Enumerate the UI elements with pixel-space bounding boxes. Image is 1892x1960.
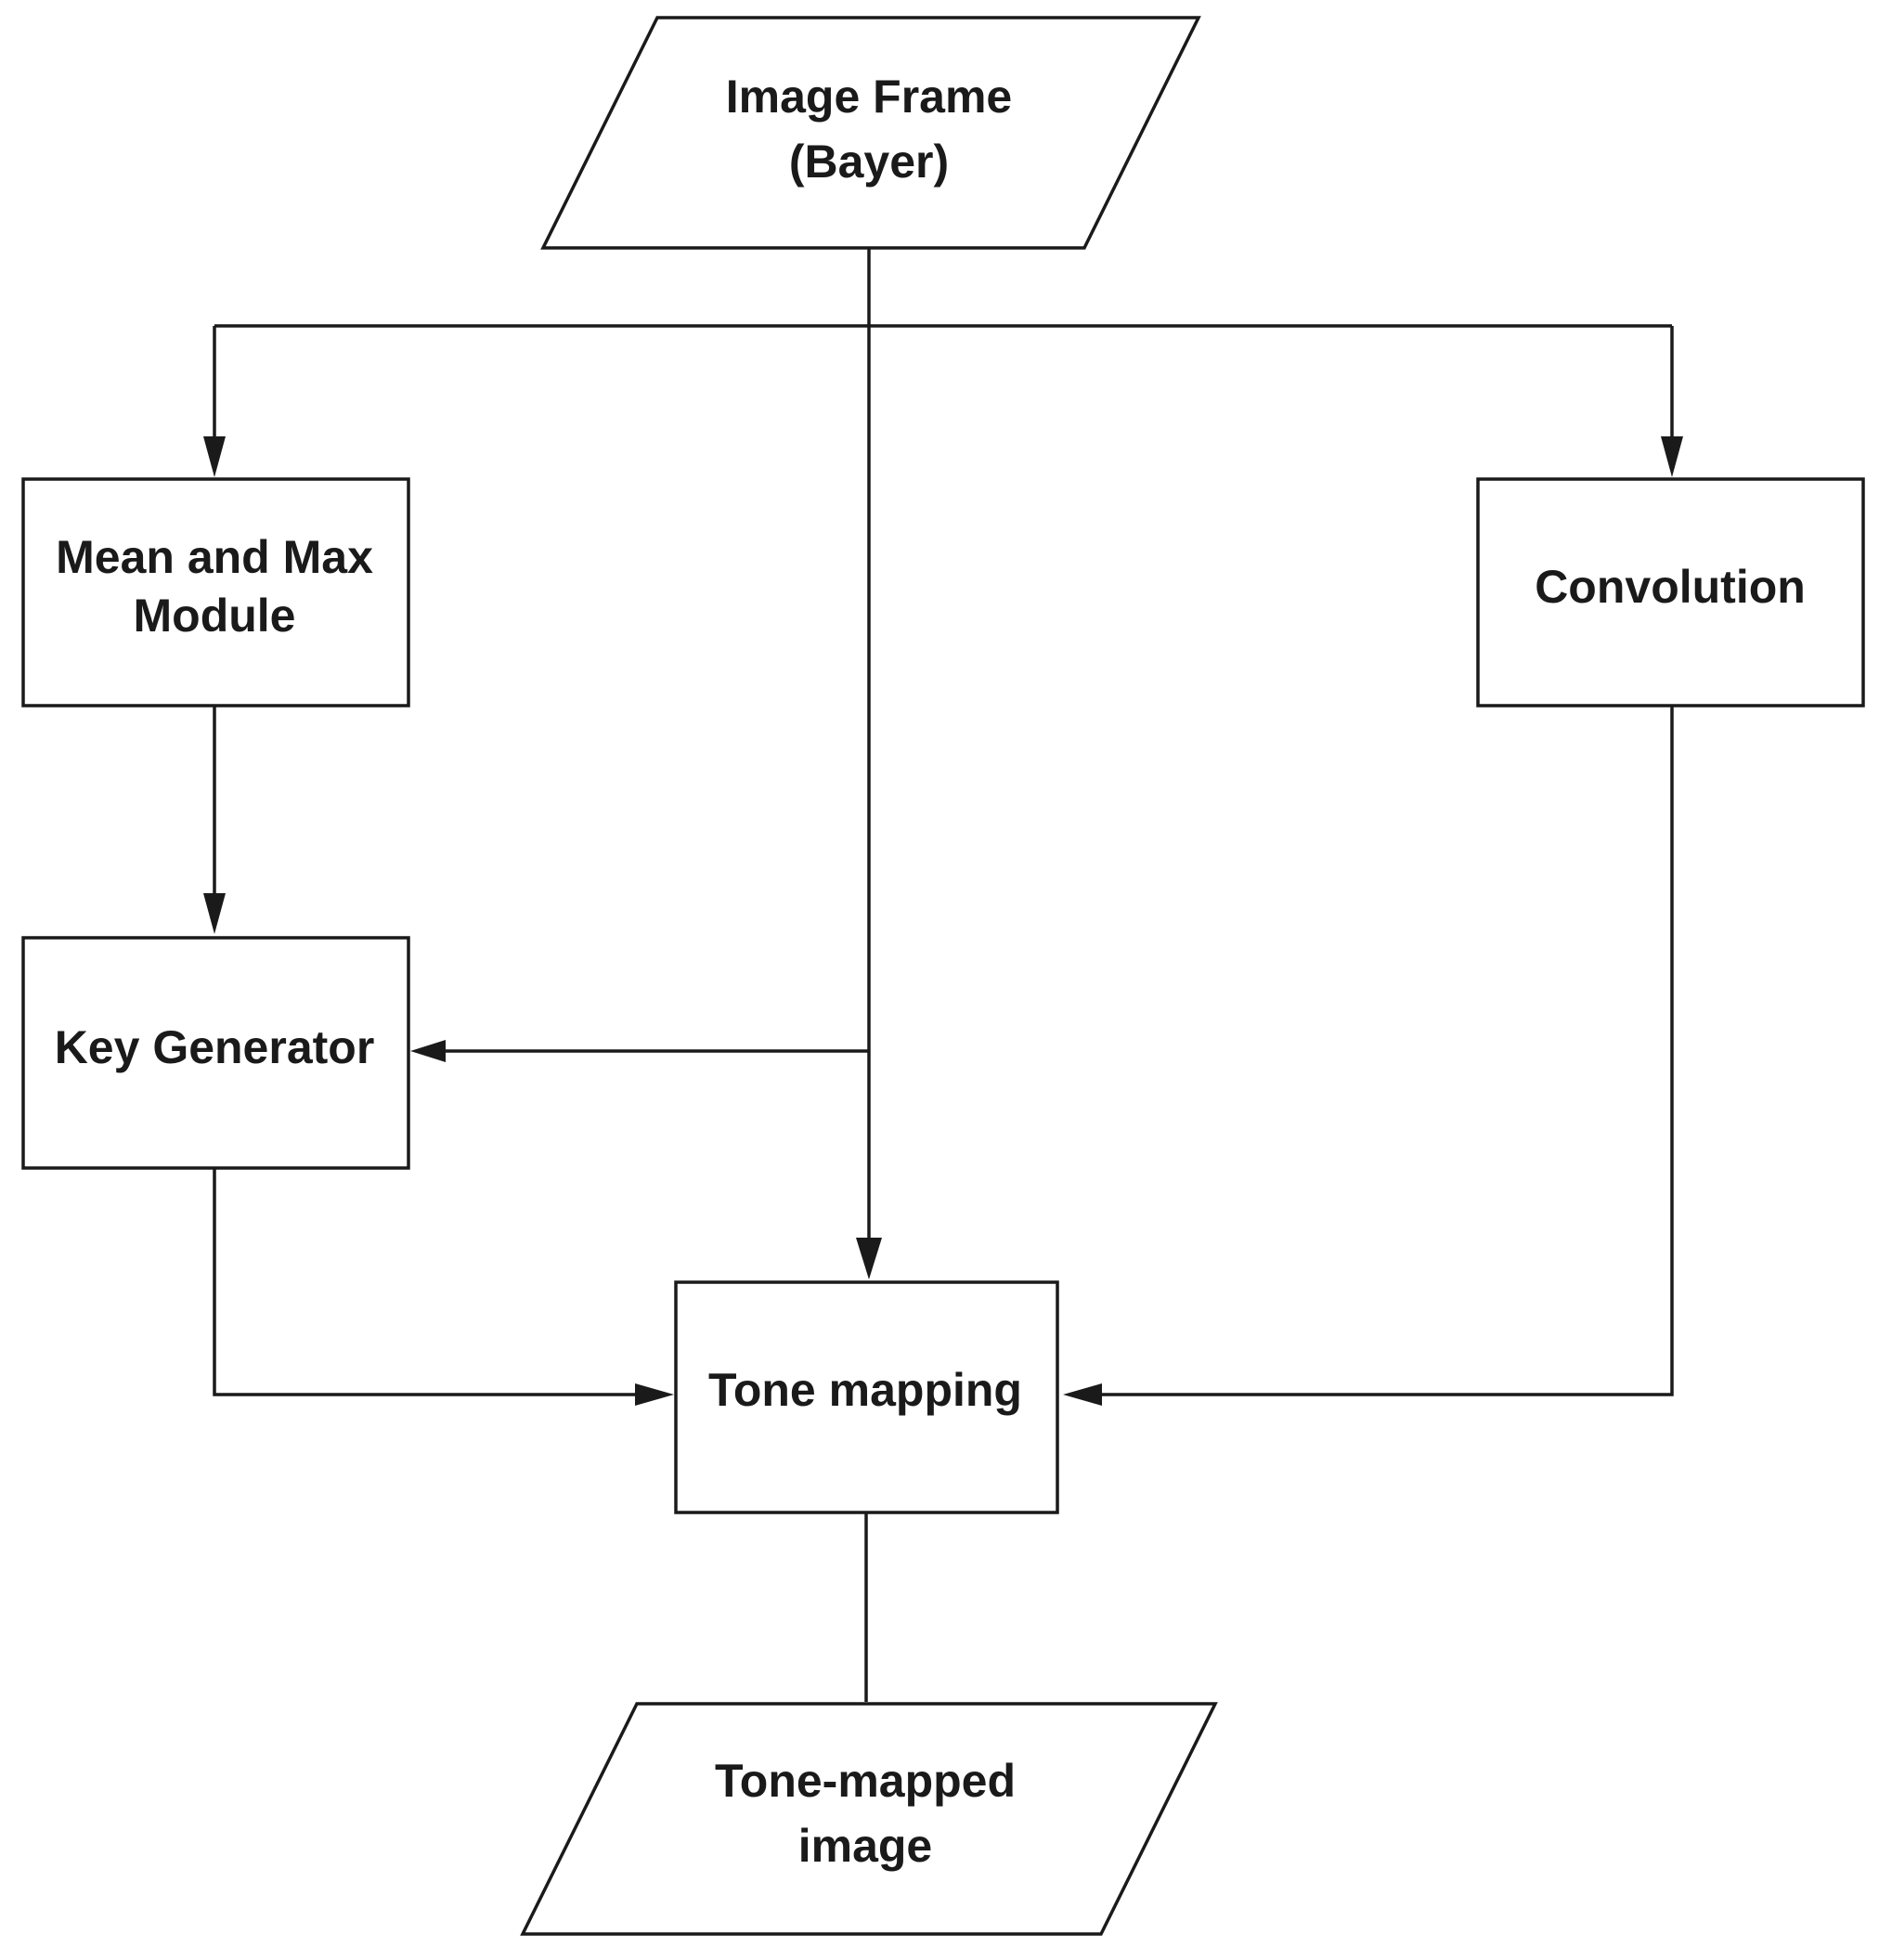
- image-frame-label-line2: (Bayer): [789, 136, 949, 188]
- arrowhead-tone-mapping-left: [635, 1383, 674, 1406]
- edge-convolution-to-tone-mapping: [1102, 706, 1674, 1396]
- tone-mapping-label: Tone mapping: [708, 1364, 1022, 1416]
- arrowhead-key-generator-right: [410, 1040, 446, 1062]
- convolution-label: Convolution: [1535, 561, 1806, 613]
- edges: [213, 248, 1674, 1702]
- node-convolution: Convolution: [1476, 477, 1865, 707]
- image-frame-parallelogram: [540, 16, 1201, 250]
- tone-mapping-box: [674, 1280, 1059, 1514]
- mean-max-label-line2: Module: [134, 590, 296, 642]
- node-image-frame: Image Frame (Bayer): [540, 16, 1201, 250]
- convolution-box: [1476, 477, 1865, 707]
- tone-mapped-image-label-line2: image: [798, 1820, 933, 1872]
- node-tone-mapped-image: Tone-mapped image: [520, 1702, 1218, 1936]
- arrowhead-tone-mapping-right: [1063, 1383, 1102, 1406]
- arrowhead-convolution: [1661, 436, 1683, 477]
- edge-key-generator-to-tone-mapping: [213, 1168, 635, 1396]
- node-mean-max-module: Mean and Max Module: [21, 477, 410, 707]
- node-key-generator: Key Generator: [21, 936, 410, 1170]
- arrowheads: [203, 436, 1683, 1406]
- arrowhead-mean-max: [203, 436, 226, 477]
- arrowhead-key-generator-top: [203, 893, 226, 934]
- node-tone-mapping: Tone mapping: [674, 1280, 1059, 1514]
- arrowhead-tone-mapping-top: [856, 1238, 882, 1279]
- mean-max-box: [21, 477, 410, 707]
- tone-mapped-image-label-line1: Tone-mapped: [715, 1755, 1016, 1807]
- mean-max-label-line1: Mean and Max: [56, 531, 373, 583]
- tone-mapped-image-parallelogram: [520, 1702, 1218, 1936]
- key-generator-box: [21, 936, 410, 1170]
- image-frame-label-line1: Image Frame: [726, 71, 1012, 123]
- key-generator-label: Key Generator: [55, 1021, 375, 1073]
